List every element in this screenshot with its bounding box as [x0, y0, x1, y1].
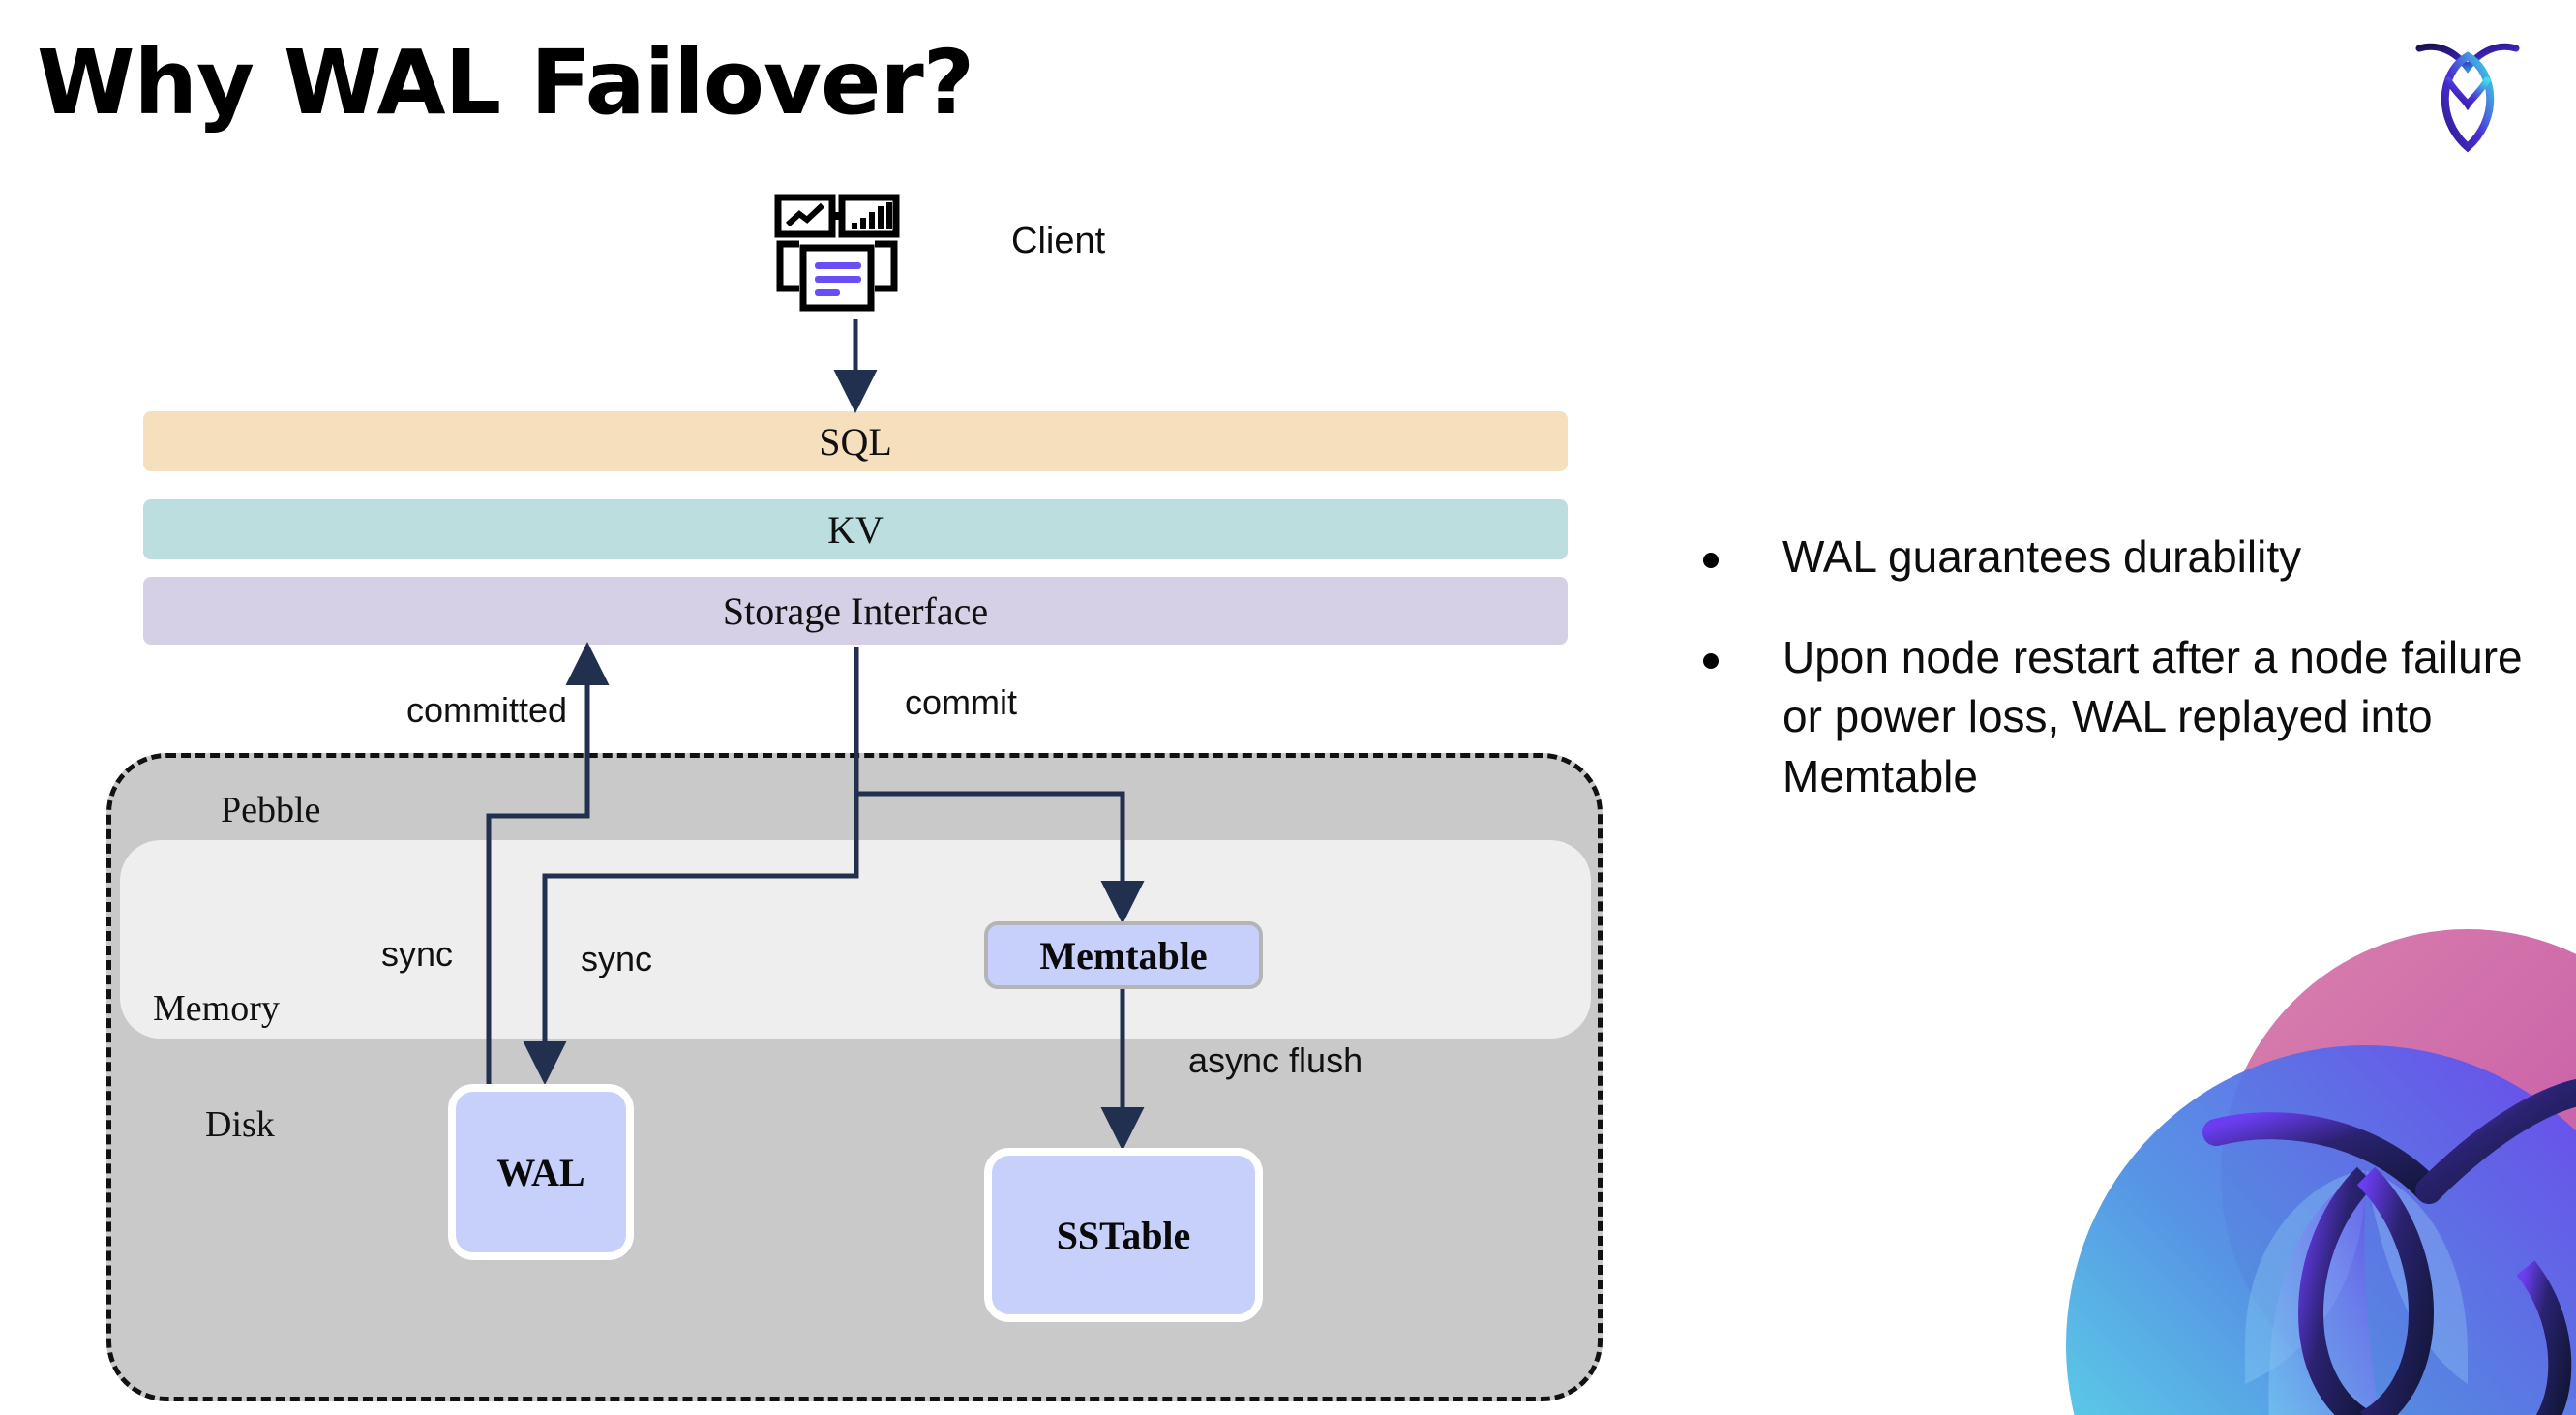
bullet-text: WAL guarantees durability — [1782, 531, 2302, 582]
node-label-sstable: SSTable — [1056, 1213, 1191, 1257]
node-wal: WAL — [448, 1084, 634, 1260]
layer-label-storage-interface: Storage Interface — [722, 588, 989, 633]
client-label: Client — [1011, 221, 1106, 261]
edge-label-committed: committed — [406, 690, 568, 730]
layer-label-kv: KV — [827, 507, 884, 552]
client-dashboard-icon — [774, 194, 929, 319]
disk-label: Disk — [205, 1104, 275, 1145]
edge-label-commit: commit — [905, 682, 1017, 722]
node-label-memtable: Memtable — [1039, 933, 1208, 978]
page-title: Why WAL Failover? — [37, 31, 974, 135]
bullet-list: WAL guarantees durability Upon node rest… — [1703, 527, 2535, 848]
list-item: WAL guarantees durability — [1703, 527, 2535, 587]
bullet-text: Upon node restart after a node failure o… — [1782, 631, 2523, 801]
pebble-label: Pebble — [221, 790, 321, 830]
edge-label-async-flush: async flush — [1188, 1040, 1363, 1080]
edge-label-sync-left: sync — [381, 934, 454, 974]
bullet-dot-icon — [1703, 553, 1719, 568]
layer-bar-storage-interface: Storage Interface — [143, 577, 1568, 645]
edge-label-sync-right: sync — [581, 939, 653, 978]
cockroachdb-logo-icon — [2410, 27, 2526, 153]
memory-label: Memory — [153, 988, 280, 1029]
layer-bar-kv: KV — [143, 499, 1568, 559]
node-memtable: Memtable — [984, 921, 1263, 989]
layer-label-sql: SQL — [819, 419, 892, 464]
layer-bar-sql: SQL — [143, 411, 1568, 471]
bullet-dot-icon — [1703, 652, 1719, 669]
node-label-wal: WAL — [496, 1150, 585, 1194]
node-sstable: SSTable — [984, 1148, 1263, 1322]
list-item: Upon node restart after a node failure o… — [1703, 628, 2535, 807]
